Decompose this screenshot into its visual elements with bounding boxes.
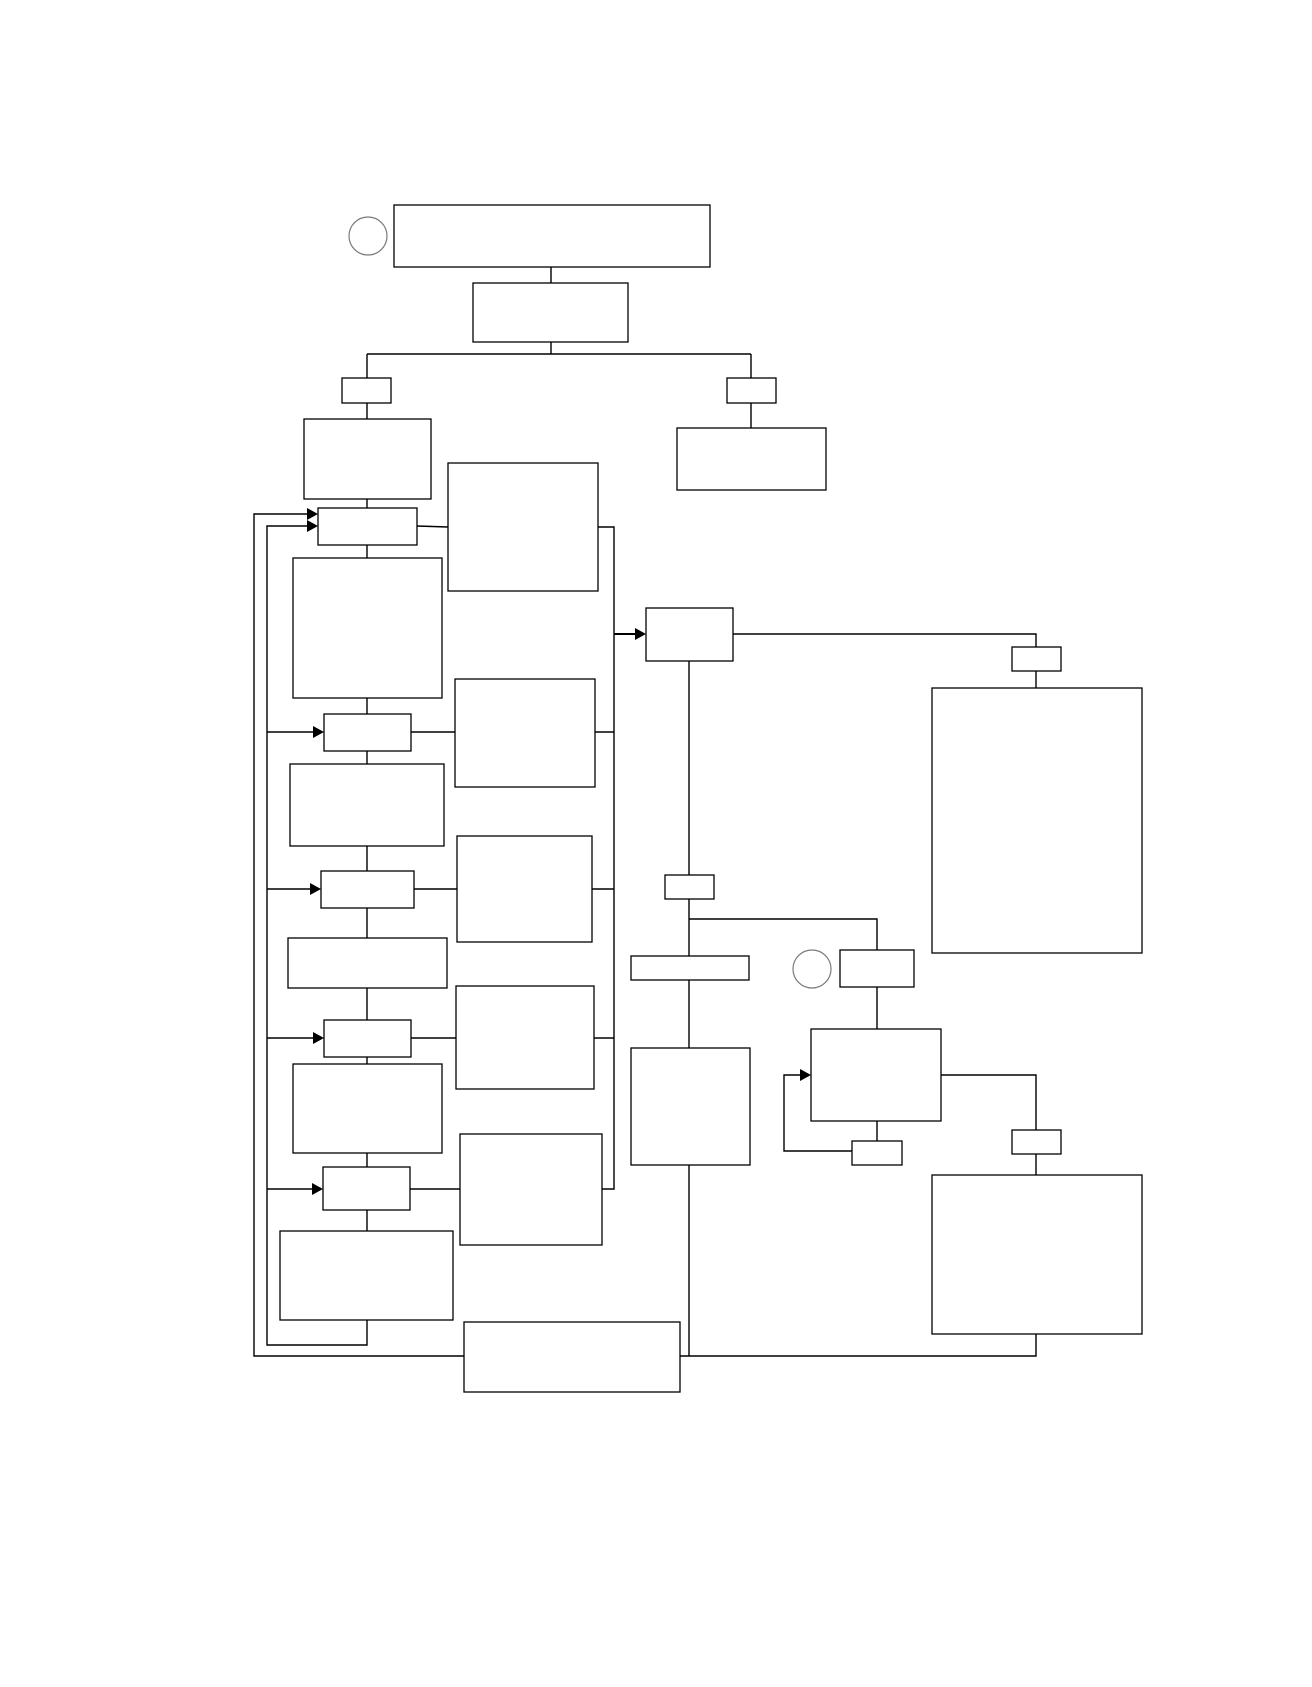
- arrow-decision-2: [313, 726, 324, 738]
- node-wide-label: [630, 955, 750, 981]
- arrowheads: [307, 508, 811, 1195]
- node-loop-decision-3: [320, 870, 415, 909]
- line-inner-loop: [266, 525, 368, 1346]
- node-detail-panel-top: [931, 687, 1143, 954]
- node-second: [472, 282, 629, 343]
- node-subflow-yes-tag: [1011, 1129, 1062, 1155]
- node-branch-left-tag: [341, 377, 392, 404]
- arrow-outer-loop: [307, 508, 318, 520]
- arrow-subflow-loop: [800, 1069, 811, 1081]
- node-side-info-5: [459, 1133, 603, 1246]
- node-left-process-1: [292, 557, 443, 699]
- line-info-1-to-bus: [598, 526, 615, 1190]
- line-no-branch-right: [689, 918, 878, 950]
- node-right-result: [676, 427, 827, 491]
- line-subflow-to-yes: [941, 1074, 1037, 1130]
- node-left-process-2: [289, 763, 445, 847]
- line-subflow-loop-back: [783, 1074, 852, 1152]
- node-left-process-3: [287, 937, 448, 989]
- node-side-info-4: [455, 985, 595, 1090]
- arrow-merge-target: [635, 628, 646, 640]
- arrow-decision-5: [312, 1183, 323, 1195]
- node-merge-yes-tag: [1011, 646, 1062, 672]
- line-outer-loop: [253, 513, 464, 1357]
- connector-badge-subflow: [792, 949, 832, 989]
- line-decision-1-to-info-1: [416, 525, 449, 528]
- arrow-decision-4: [313, 1032, 324, 1044]
- node-detail-panel-bottom: [931, 1174, 1143, 1335]
- node-subflow-process: [810, 1028, 942, 1122]
- node-top-header: [393, 204, 711, 268]
- node-bottom-return: [463, 1321, 681, 1393]
- node-subflow-loop-tag: [851, 1140, 903, 1166]
- node-merge-no-tag: [664, 874, 715, 900]
- arrow-decision-3: [310, 883, 321, 895]
- node-subflow-entry: [839, 949, 915, 988]
- node-loop-decision-1: [317, 507, 418, 546]
- node-branch-right-tag: [726, 377, 777, 404]
- node-merge-target: [645, 607, 734, 662]
- node-side-info-3: [456, 835, 593, 943]
- line-panel-bottom-return: [680, 1334, 1037, 1357]
- connector-badge-top: [348, 216, 388, 256]
- line-merge-to-yes-branch: [733, 633, 1037, 647]
- node-loop-decision-2: [323, 713, 412, 752]
- node-center-process: [630, 1047, 751, 1166]
- arrow-inner-loop: [307, 520, 318, 532]
- node-left-process-5: [279, 1230, 454, 1321]
- node-left-step: [303, 418, 432, 500]
- node-loop-decision-4: [323, 1019, 412, 1058]
- connector-lines: [253, 267, 1037, 1357]
- node-loop-decision-5: [322, 1166, 411, 1211]
- node-left-process-4: [292, 1063, 443, 1154]
- node-side-info-1: [447, 462, 599, 592]
- node-side-info-2: [454, 678, 596, 788]
